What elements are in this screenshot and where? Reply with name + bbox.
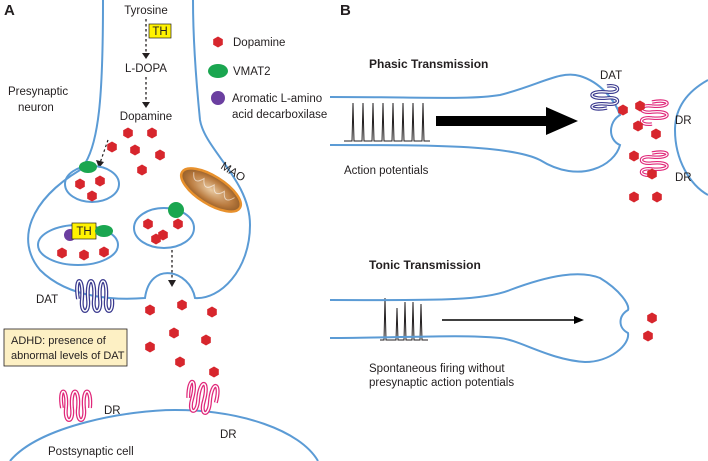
panel-a-label: A	[4, 2, 15, 19]
dopamine-molecule	[57, 247, 67, 259]
phasic-title: Phasic Transmission	[369, 57, 488, 71]
vmat2-transporter	[168, 202, 184, 218]
dopamine-molecule	[629, 150, 639, 162]
dopamine-molecule	[209, 366, 219, 378]
arrow-head-vesicle	[96, 160, 104, 168]
spontaneous-label-line2: presynaptic action potentials	[369, 377, 514, 389]
dopamine-molecule	[647, 312, 657, 324]
dopamine-receptor-phasic-bottom	[639, 150, 669, 177]
postsynaptic-membrane	[9, 408, 319, 461]
dopamine-molecule	[652, 191, 662, 203]
presynaptic-membrane	[27, 0, 252, 300]
legend-dopamine-icon	[213, 36, 223, 48]
presynaptic-label-line1: Presynaptic	[8, 86, 68, 98]
dopamine-molecule	[130, 144, 140, 156]
tonic-action-potentials	[380, 297, 428, 341]
vmat2-transporter	[79, 161, 97, 173]
th-enzyme-box	[148, 23, 172, 39]
panel-b-label: B	[340, 2, 351, 19]
vmat2-transporter	[95, 225, 113, 237]
dopamine-molecule	[143, 218, 153, 230]
dopamine-molecule	[155, 149, 165, 161]
dopamine-label: Dopamine	[120, 111, 172, 123]
legend-aadc-label-line2: acid decarboxilase	[232, 109, 327, 121]
postsynaptic-label: Postsynaptic cell	[48, 446, 134, 458]
dat-transporter-phasic	[590, 84, 620, 111]
dopamine-molecule	[75, 178, 85, 190]
legend-vmat2-label: VMAT2	[233, 66, 271, 78]
phasic-postsynaptic-membrane	[673, 79, 708, 196]
dopamine-molecule	[123, 127, 133, 139]
dat-label-phasic: DAT	[600, 70, 622, 82]
dopamine-receptor-phasic-top	[639, 99, 669, 126]
dopamine-molecule	[629, 191, 639, 203]
arrow-head-ldopa	[142, 53, 150, 59]
action-potentials-label: Action potentials	[344, 165, 429, 177]
spontaneous-label-line1: Spontaneous firing without	[369, 363, 505, 375]
phasic-neuron-membrane	[329, 73, 622, 173]
dopamine-molecule	[147, 127, 157, 139]
adhd-note-box	[3, 328, 128, 367]
synaptic-vesicle	[133, 207, 195, 249]
dopamine-molecule	[201, 334, 211, 346]
adhd-note-line1: ADHD: presence of	[11, 335, 107, 347]
dr-label-phasic-bottom: DR	[675, 172, 692, 184]
dr-label-right: DR	[220, 429, 237, 441]
arrow-head-dopamine	[142, 102, 150, 108]
dopamine-molecule	[173, 218, 183, 230]
dopamine-molecule	[137, 164, 147, 176]
dat-transporter	[75, 279, 115, 313]
dopamine-receptor	[59, 389, 93, 422]
dopamine-molecule	[87, 190, 97, 202]
ldopa-label: L-DOPA	[125, 63, 167, 75]
phasic-action-potentials	[344, 102, 430, 142]
dopamine-molecule	[643, 330, 653, 342]
dopamine-molecule	[169, 327, 179, 339]
arrow-to-vesicle	[99, 139, 109, 164]
mao-mitochondrion	[179, 167, 243, 213]
tonic-neuron-membrane	[329, 273, 630, 364]
dopamine-molecule	[107, 141, 117, 153]
dopamine-molecule	[651, 128, 661, 140]
dopamine-receptor	[186, 379, 220, 415]
dr-label-left: DR	[104, 405, 121, 417]
arrow-head-release	[168, 280, 176, 287]
presynaptic-label-line2: neuron	[18, 102, 54, 114]
legend-vmat2-icon	[208, 64, 228, 78]
adhd-note-line2: abnormal levels of DAT	[11, 350, 125, 362]
dr-label-phasic-top: DR	[675, 115, 692, 127]
th-label: TH	[152, 26, 167, 38]
tyrosine-label: Tyrosine	[124, 5, 167, 17]
dopamine-molecule	[207, 306, 217, 318]
th-label: TH	[76, 226, 91, 238]
dopamine-molecule	[99, 246, 109, 258]
tonic-title: Tonic Transmission	[369, 258, 481, 272]
dopamine-molecule	[145, 341, 155, 353]
dat-label: DAT	[36, 294, 58, 306]
dopamine-molecule	[145, 304, 155, 316]
phasic-arrow-head	[546, 107, 578, 135]
tonic-arrow-head	[574, 316, 584, 324]
dopamine-molecule	[175, 356, 185, 368]
legend-dopamine-label: Dopamine	[233, 37, 285, 49]
dopamine-molecule	[79, 249, 89, 261]
legend-aadc-label-line1: Aromatic L-amino	[232, 93, 322, 105]
dopamine-molecule	[95, 175, 105, 187]
legend-aadc-icon	[211, 91, 225, 105]
dopamine-molecule	[177, 299, 187, 311]
